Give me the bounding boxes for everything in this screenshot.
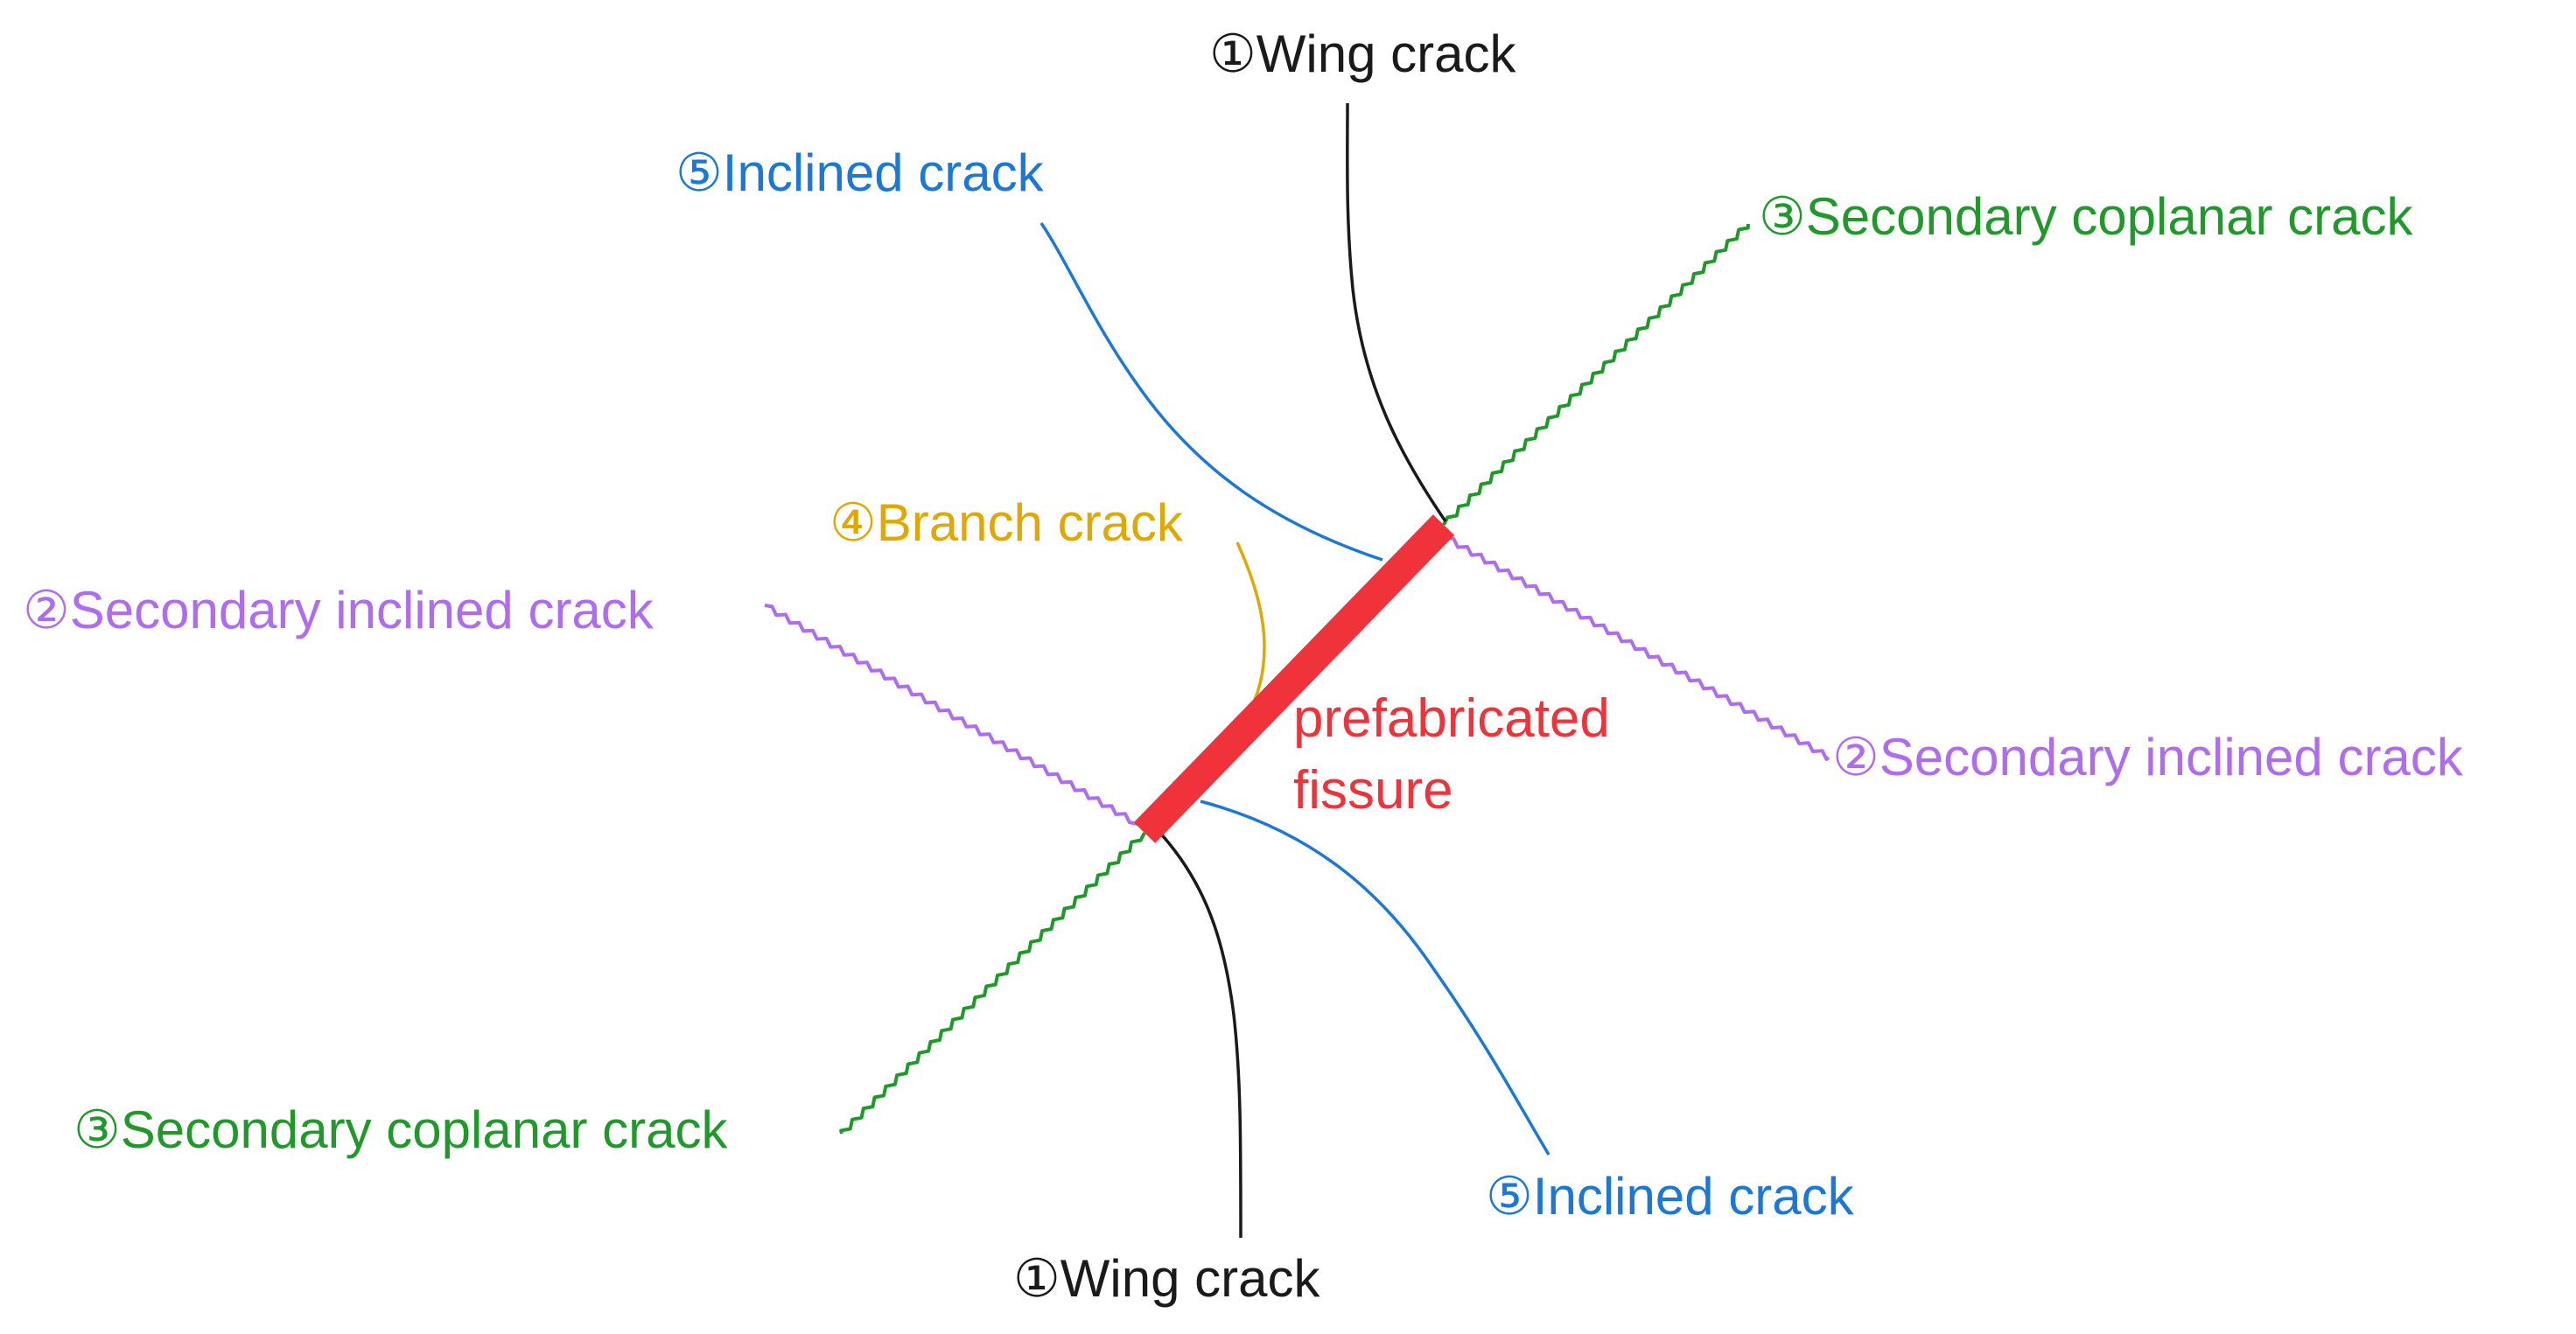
inclined-crack-top-label: ⑤Inclined crack (676, 143, 1045, 202)
secondary-inclined-crack-left-line (764, 604, 1138, 826)
wing-crack-top-label: ①Wing crack (1209, 24, 1517, 83)
wing-crack-bottom-label: ①Wing crack (1013, 1249, 1321, 1308)
prefabricated-fissure-bar (1133, 514, 1455, 843)
secondary-coplanar-crack-bottom-line (839, 832, 1146, 1135)
fissure-label-line-1: prefabricated (1293, 688, 1610, 749)
secondary-inclined-crack-right-line (1445, 535, 1830, 761)
branch-crack-line (1236, 541, 1266, 701)
inclined-crack-bottom-line (1200, 800, 1550, 1156)
secondary-inclined-crack-left-label: ②Secondary inclined crack (23, 581, 654, 639)
wing-crack-bottom-line (1155, 828, 1242, 1239)
inclined-crack-top-line (1040, 222, 1383, 562)
secondary-coplanar-crack-top-label: ③Secondary coplanar crack (1759, 187, 2413, 246)
secondary-coplanar-crack-top-line (1442, 223, 1750, 526)
secondary-inclined-crack-right-label: ②Secondary inclined crack (1832, 728, 2464, 786)
inclined-crack-bottom-label: ⑤Inclined crack (1486, 1167, 1855, 1226)
secondary-coplanar-crack-bottom-label: ③Secondary coplanar crack (74, 1100, 728, 1159)
branch-crack-label: ④Branch crack (830, 493, 1184, 552)
wing-crack-top-line (1346, 102, 1447, 522)
fissure-label-line-2: fissure (1293, 760, 1453, 821)
